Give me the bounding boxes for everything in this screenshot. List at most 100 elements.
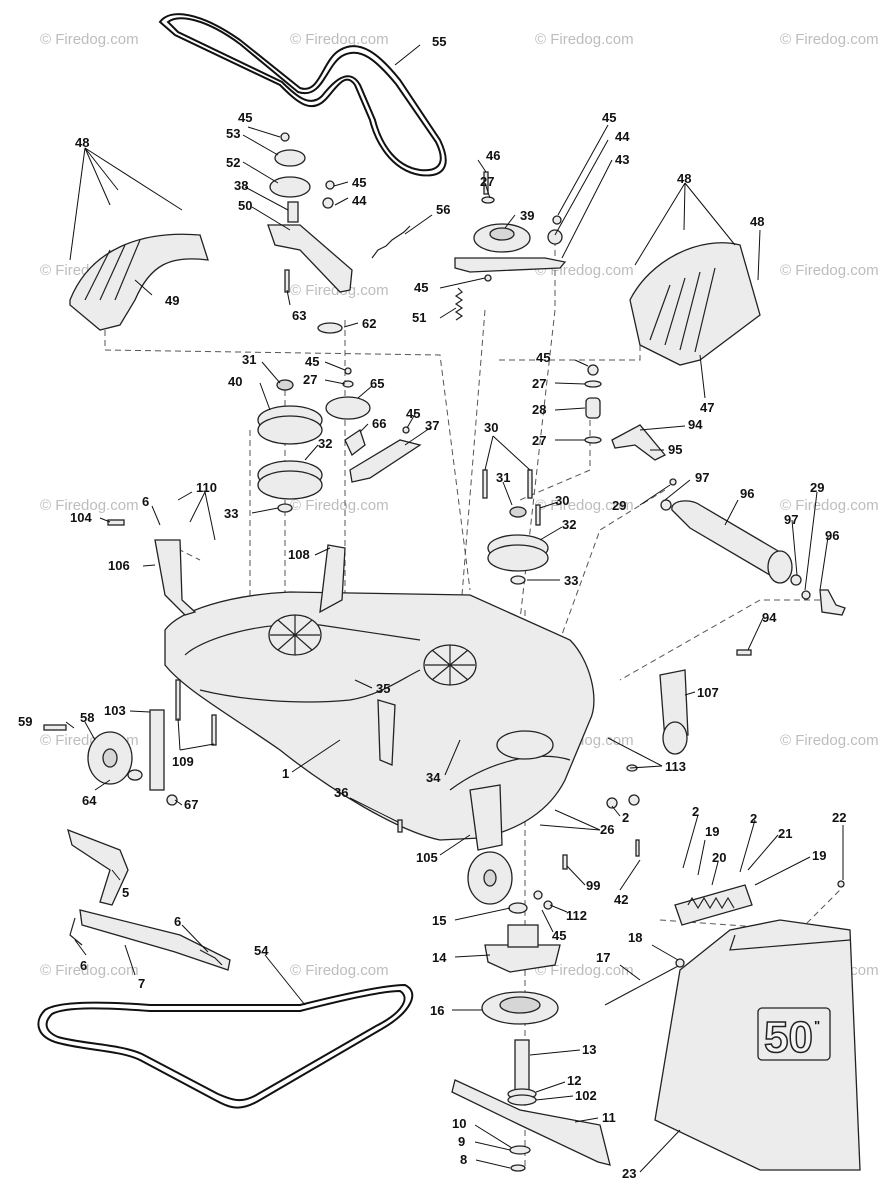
callout-7: 7 bbox=[138, 976, 145, 991]
washer-9 bbox=[509, 1145, 531, 1155]
callout-66: 66 bbox=[372, 416, 386, 431]
callout-36: 36 bbox=[334, 785, 348, 800]
idler-arm-43 bbox=[454, 257, 567, 273]
callout-2: 2 bbox=[692, 804, 699, 819]
callout-27: 27 bbox=[303, 372, 317, 387]
bolt-94b bbox=[736, 649, 752, 656]
callout-39: 39 bbox=[520, 208, 534, 223]
callout-40: 40 bbox=[228, 374, 242, 389]
callout-94: 94 bbox=[762, 610, 777, 625]
bushing-97a bbox=[660, 499, 672, 511]
callout-37: 37 bbox=[425, 418, 439, 433]
bolt-30b bbox=[527, 469, 533, 499]
bolt-99 bbox=[562, 854, 568, 870]
callout-30: 30 bbox=[484, 420, 498, 435]
nut-29b bbox=[801, 590, 811, 600]
nut-45e bbox=[344, 367, 352, 375]
bracket-105 bbox=[469, 784, 503, 851]
washer-62 bbox=[317, 322, 343, 334]
callout-45: 45 bbox=[536, 350, 550, 365]
washer-27a bbox=[481, 196, 495, 204]
callout-19: 19 bbox=[812, 848, 826, 863]
pulley-39-hub bbox=[489, 227, 515, 241]
drive-belt-55 bbox=[158, 13, 447, 177]
nut-45b bbox=[325, 180, 335, 190]
rod-17 bbox=[604, 964, 681, 1006]
bolt-109b bbox=[211, 714, 217, 746]
callout-33: 33 bbox=[564, 573, 578, 588]
callout-108: 108 bbox=[288, 547, 310, 562]
callout-99: 99 bbox=[586, 878, 600, 893]
callout-2: 2 bbox=[750, 811, 757, 826]
bolt-42 bbox=[635, 839, 640, 857]
callout-53: 53 bbox=[226, 126, 240, 141]
callout-46: 46 bbox=[486, 148, 500, 163]
bolt-36 bbox=[397, 819, 403, 833]
callout-12: 12 bbox=[567, 1073, 581, 1088]
callout-67: 67 bbox=[184, 797, 198, 812]
bracket-5 bbox=[67, 828, 129, 906]
idler-arm-50 bbox=[267, 224, 353, 293]
drive-belt-55-inner bbox=[166, 17, 442, 172]
bracket-66 bbox=[344, 428, 366, 457]
callout-26: 26 bbox=[600, 822, 614, 837]
callout-56: 56 bbox=[436, 202, 450, 217]
callout-104: 104 bbox=[70, 510, 92, 525]
callout-13: 13 bbox=[582, 1042, 596, 1057]
watermark: © Firedog.com bbox=[535, 497, 634, 514]
nut-45f bbox=[402, 426, 410, 434]
callout-29: 29 bbox=[810, 480, 824, 495]
spindle-right-housing bbox=[496, 730, 554, 760]
callout-102: 102 bbox=[575, 1088, 597, 1103]
clip-6b bbox=[69, 917, 83, 946]
bolt-109a bbox=[175, 679, 181, 721]
spindle-left-fins bbox=[270, 615, 320, 655]
callout-14: 14 bbox=[432, 950, 447, 965]
belt-guard-left-ribs bbox=[84, 239, 141, 301]
lift-link-7 bbox=[79, 909, 231, 971]
washer-15 bbox=[508, 902, 528, 914]
callout-23: 23 bbox=[622, 1166, 636, 1181]
idler-arm-37 bbox=[349, 439, 422, 483]
callout-49: 49 bbox=[165, 293, 179, 308]
decal-frame bbox=[757, 1007, 831, 1061]
callout-16: 16 bbox=[430, 1003, 444, 1018]
callout-20: 20 bbox=[712, 850, 726, 865]
pin-104 bbox=[107, 519, 125, 526]
callout-31: 31 bbox=[242, 352, 256, 367]
callout-105: 105 bbox=[416, 850, 438, 865]
decal-50: 50 bbox=[764, 1013, 813, 1062]
callout-11: 11 bbox=[602, 1110, 616, 1125]
spindle-shaft-13 bbox=[514, 1039, 530, 1096]
callout-9: 9 bbox=[458, 1134, 465, 1149]
spacer-102 bbox=[507, 1094, 537, 1106]
callout-17: 17 bbox=[596, 950, 610, 965]
callout-110: 110 bbox=[196, 480, 217, 495]
watermark: © Firedog.com bbox=[780, 31, 879, 48]
spacer-33a bbox=[277, 503, 293, 513]
bearing-31b bbox=[509, 506, 527, 518]
callout-103: 103 bbox=[104, 703, 126, 718]
callout-65: 65 bbox=[370, 376, 384, 391]
callout-8: 8 bbox=[460, 1152, 467, 1167]
bolt-8 bbox=[510, 1164, 526, 1172]
chute-bracket bbox=[674, 884, 753, 926]
callout-112: 112 bbox=[566, 908, 587, 923]
watermark: © Firedog.com bbox=[780, 497, 879, 514]
callout-54: 54 bbox=[254, 943, 269, 958]
watermark: © Firedog.com bbox=[40, 497, 139, 514]
callout-109: 109 bbox=[172, 754, 194, 769]
nut-45g bbox=[587, 364, 599, 376]
callout-6: 6 bbox=[142, 494, 149, 509]
bracket-107 bbox=[659, 669, 689, 741]
roller-96-end bbox=[767, 550, 793, 584]
watermark: © Firedog.com bbox=[535, 31, 634, 48]
washer-44b bbox=[547, 229, 563, 245]
callout-55: 55 bbox=[432, 34, 446, 49]
drive-belt-54-inner bbox=[45, 989, 406, 1101]
bolt-30c bbox=[535, 504, 541, 526]
shield-16-center bbox=[499, 996, 541, 1014]
callout-48: 48 bbox=[750, 214, 764, 229]
nut-29a bbox=[669, 478, 677, 486]
clip-6c bbox=[199, 949, 223, 966]
